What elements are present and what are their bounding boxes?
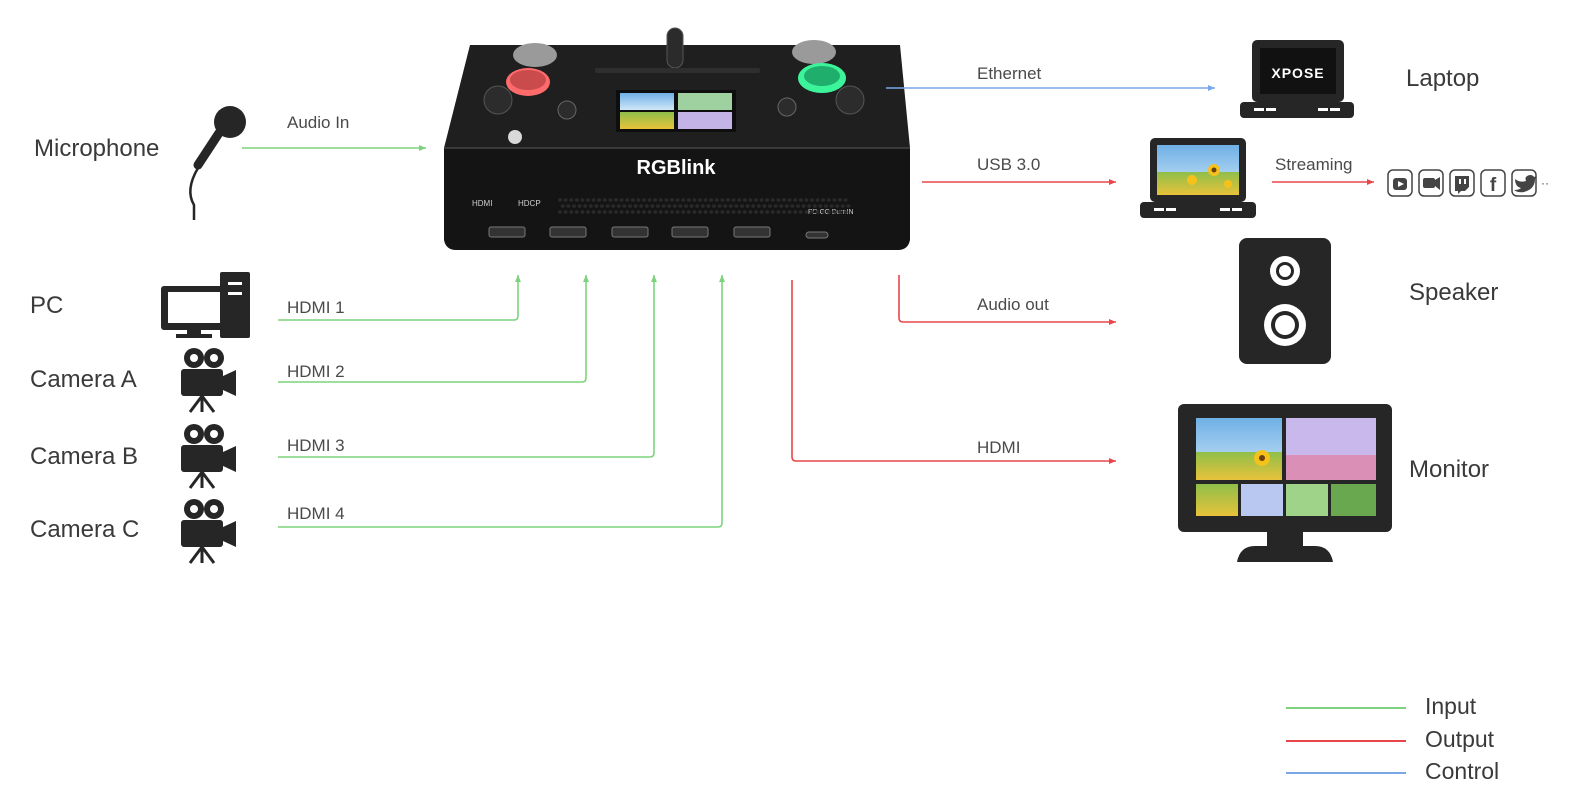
device-label-laptop: Laptop [1406, 65, 1479, 92]
camera-icon [181, 348, 236, 413]
device-label-speaker: Speaker [1409, 279, 1498, 306]
svg-text:f: f [1490, 175, 1497, 196]
label-audio-out: Audio out [977, 295, 1049, 314]
microphone-icon [189, 106, 246, 220]
label-hdmi-4: HDMI 4 [287, 504, 345, 523]
label-hdmi-2: HDMI 2 [287, 362, 345, 381]
preview-screen [616, 90, 736, 132]
streaming-platforms-icon [1387, 169, 1537, 197]
line-audio-out [898, 275, 1116, 325]
device-label-camera-b: Camera B [30, 443, 138, 470]
line-hdmi-3 [278, 275, 657, 458]
knob-4 [513, 43, 557, 67]
line-hdmi-1 [278, 275, 521, 321]
vent-grille [558, 198, 851, 214]
facebook-icon [1480, 169, 1506, 197]
joystick [666, 27, 684, 69]
brand-logo: RGBlink [637, 157, 717, 179]
camera-icon [179, 422, 238, 490]
speaker-icon [1239, 238, 1331, 364]
device-label-camera-c: Camera C [30, 516, 139, 543]
line-hdmi-2 [278, 275, 589, 383]
line-hdmi-out [791, 280, 1116, 464]
legend-label-output: Output [1425, 726, 1495, 752]
laptop-icon: XPOSE [1240, 40, 1354, 118]
knob-3 [792, 40, 836, 64]
youtube-icon [1387, 169, 1413, 197]
pc-icon [161, 272, 250, 338]
laptop-screen-logo: XPOSE [1271, 65, 1324, 81]
label-streaming: Streaming [1275, 155, 1352, 174]
twitch-icon [1449, 169, 1475, 197]
video-switcher: RGBlink HDMI HDCP PD CC BurnIN [444, 27, 910, 250]
front-label-pd: PD CC BurnIN [808, 209, 854, 216]
zoom-icon [1418, 169, 1444, 197]
label-audio-in: Audio In [287, 113, 349, 132]
front-label-hdcp: HDCP [518, 199, 541, 208]
device-label-monitor: Monitor [1409, 456, 1489, 483]
twitter-icon [1511, 169, 1537, 197]
label-hdmi-1: HDMI 1 [287, 298, 345, 317]
device-label-microphone: Microphone [34, 135, 159, 162]
label-hdmi-3: HDMI 3 [287, 436, 345, 455]
connection-lines [242, 85, 1374, 528]
device-label-pc: PC [30, 292, 63, 319]
hdmi-ports [488, 226, 829, 239]
line-hdmi-4 [278, 275, 725, 528]
legend: Input Output Control [1286, 693, 1499, 784]
front-label-hdmi: HDMI [472, 199, 492, 208]
camera-icon [179, 497, 238, 565]
monitor-icon [1178, 404, 1392, 562]
streaming-laptop-icon [1140, 138, 1256, 218]
label-ethernet: Ethernet [977, 64, 1042, 83]
device-label-camera-a: Camera A [30, 366, 137, 393]
legend-label-control: Control [1425, 758, 1499, 784]
legend-label-input: Input [1425, 693, 1477, 719]
svg-text:··: ·· [1541, 176, 1549, 190]
label-hdmi-out: HDMI [977, 438, 1020, 457]
label-usb: USB 3.0 [977, 155, 1040, 174]
